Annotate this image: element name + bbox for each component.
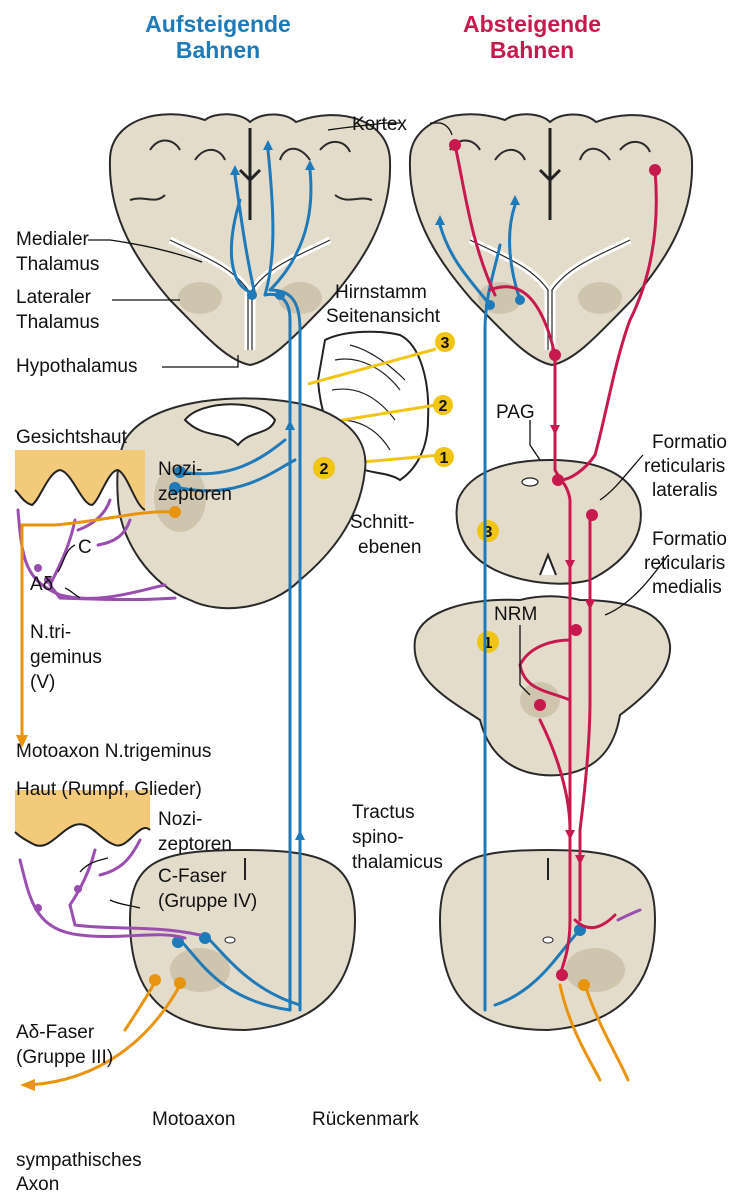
label-nozi2-1: Nozi- <box>158 809 202 830</box>
marker-3-side: 3 <box>441 335 450 352</box>
label-medialer-thalamus-2: Thalamus <box>16 254 99 275</box>
label-schnitt-2: ebenen <box>358 537 421 558</box>
label-nozi2-2: zeptoren <box>158 834 232 855</box>
label-sympathisches-1: sympathisches <box>16 1150 142 1171</box>
label-ntri-3: (V) <box>30 672 55 693</box>
label-frm-1: Formatio <box>652 529 727 550</box>
label-lateraler-thalamus-1: Lateraler <box>16 287 92 308</box>
label-nozi1-2: zeptoren <box>158 484 232 505</box>
label-haut: Haut (Rumpf, Glieder) <box>16 779 202 800</box>
brain-left <box>110 114 390 365</box>
label-schnitt-1: Schnitt- <box>350 512 414 533</box>
label-motoaxon: Motoaxon <box>152 1109 235 1130</box>
label-ntri-1: N.tri- <box>30 622 71 643</box>
label-frl-1: Formatio <box>652 432 727 453</box>
spinal-cord-right <box>440 850 655 1030</box>
label-tractus-3: thalamicus <box>352 852 443 873</box>
label-motoaxon-trigeminus: Motoaxon N.trigeminus <box>16 741 211 762</box>
label-frl-3: lateralis <box>652 480 717 501</box>
label-tractus-2: spino- <box>352 827 404 848</box>
label-medialer-thalamus-1: Medialer <box>16 229 90 250</box>
header-descending-line2: Bahnen <box>490 37 574 63</box>
label-adfaser-1: Aδ-Faser <box>16 1022 95 1043</box>
label-adfaser-2: (Gruppe III) <box>16 1047 113 1068</box>
label-nozi1-1: Nozi- <box>158 459 202 480</box>
label-frm-2: reticularis <box>644 553 725 574</box>
header-descending-line1: Absteigende <box>463 11 601 37</box>
label-lateraler-thalamus-2: Thalamus <box>16 312 99 333</box>
header-ascending-line1: Aufsteigende <box>145 11 291 37</box>
label-hirnstamm-1: Hirnstamm <box>335 282 427 303</box>
label-cfaser-1: C-Faser <box>158 866 227 887</box>
section-2-left: 2 <box>117 398 365 608</box>
label-frm-3: medialis <box>652 577 722 598</box>
label-kortex: Kortex <box>352 114 407 135</box>
label-frl-2: reticularis <box>644 456 725 477</box>
label-ntri-2: geminus <box>30 647 102 668</box>
label-c: C <box>78 537 92 558</box>
label-hirnstamm-2: Seitenansicht <box>326 306 441 327</box>
label-pag: PAG <box>496 402 535 423</box>
label-cfaser-2: (Gruppe IV) <box>158 891 257 912</box>
section-1-right: 1 <box>415 596 671 775</box>
marker-2-section: 2 <box>320 461 329 478</box>
label-gesichtshaut: Gesichtshaut <box>16 427 128 448</box>
label-adelta: Aδ <box>30 574 53 595</box>
label-sympathisches-2: Axon <box>16 1174 59 1195</box>
marker-1-side: 1 <box>440 450 449 467</box>
header-ascending-line2: Bahnen <box>176 37 260 63</box>
marker-2-side: 2 <box>439 398 448 415</box>
brain-right <box>410 114 692 365</box>
label-nrm: NRM <box>494 604 537 625</box>
label-tractus-1: Tractus <box>352 802 415 823</box>
label-rueckenmark: Rückenmark <box>312 1109 419 1130</box>
label-hypothalamus: Hypothalamus <box>16 356 137 377</box>
